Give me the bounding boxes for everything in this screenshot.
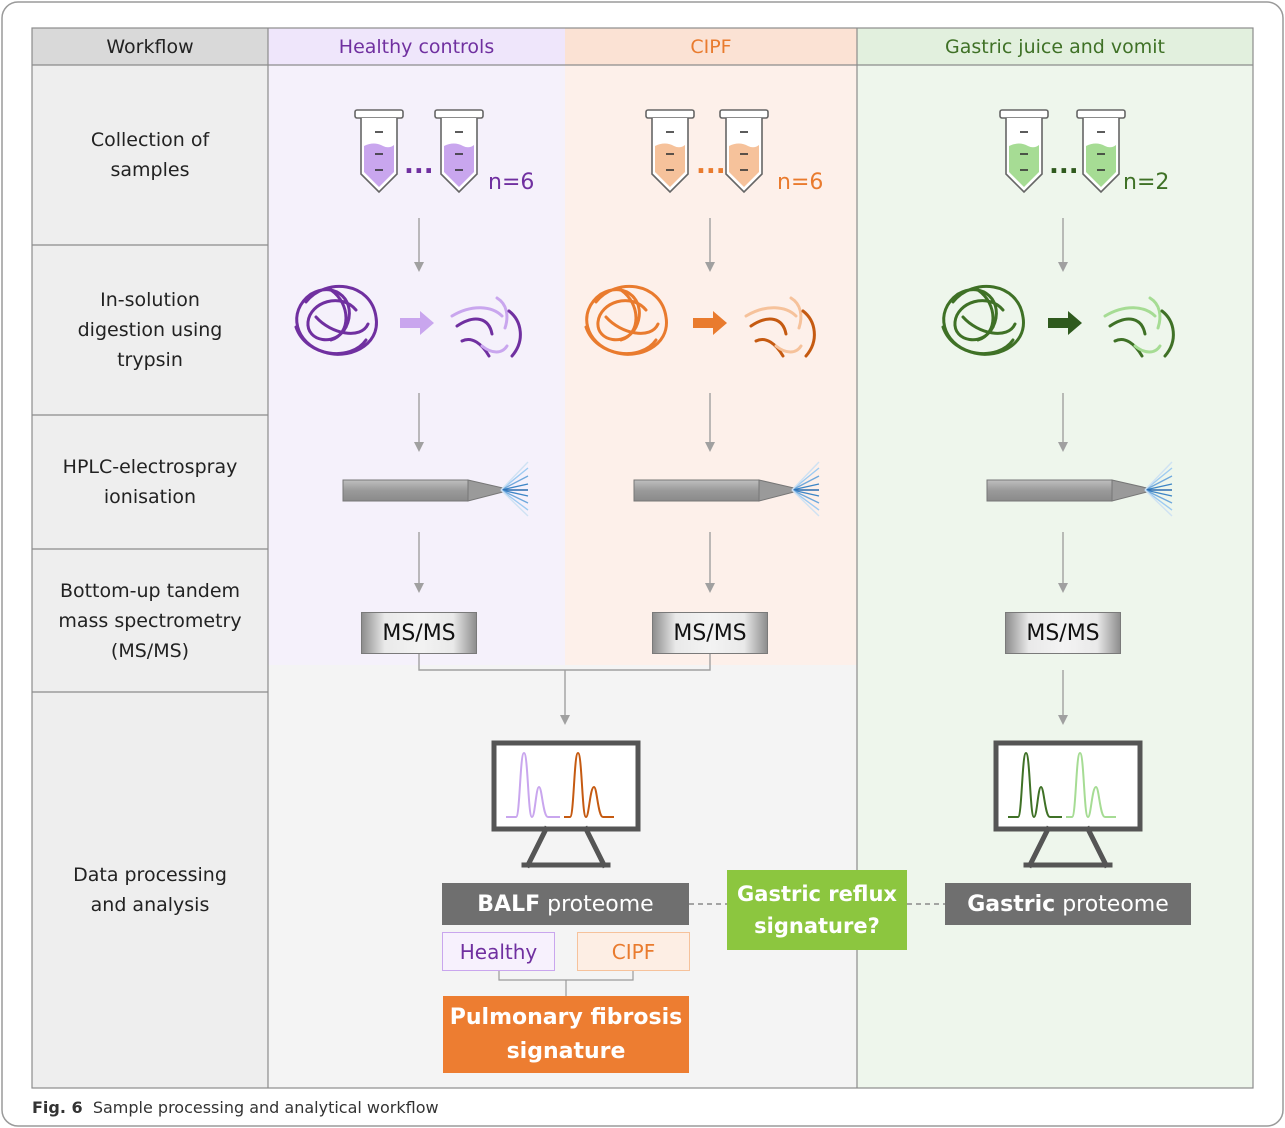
- msms-box-cipf: MS/MS: [652, 612, 768, 654]
- balf-bold-label: BALF: [477, 891, 541, 917]
- step-digestion: In-solution digestion using trypsin: [77, 289, 223, 371]
- balf-proteome-label: proteome: [547, 891, 654, 917]
- figure-caption: Fig. 6 Sample processing and analytical …: [32, 1098, 439, 1117]
- gastric-proteome-label: proteome: [1062, 891, 1169, 917]
- header-gastric: Gastric juice and vomit: [945, 35, 1165, 58]
- healthy-column-bg: [268, 28, 565, 665]
- digestion-arrow-icon: [693, 311, 727, 335]
- sample-tube-icon: [645, 109, 695, 194]
- header-workflow-bg: [32, 28, 268, 65]
- protein-coil-icon: [294, 285, 378, 356]
- monitor-chromatogram-icon: [993, 740, 1143, 869]
- header-cipf-bg: [565, 28, 857, 65]
- digestion-arrow-icon: [400, 311, 434, 335]
- msms-merge-connector: [418, 654, 711, 671]
- sample-tube-icon: [719, 109, 769, 194]
- caption-text: Sample processing and analytical workflo…: [92, 1098, 439, 1117]
- header-healthy-bg: [268, 28, 565, 65]
- sample-tube-icon: [999, 109, 1049, 194]
- sample-tube-icon: [1076, 109, 1126, 194]
- gastric-ellipsis: ...: [1049, 150, 1079, 180]
- cipf-pill: CIPF: [577, 932, 690, 971]
- gastric-sample-count: n=2: [1123, 170, 1170, 195]
- header-healthy-controls: Healthy controls: [338, 35, 495, 58]
- workflow-column-bg: [32, 28, 268, 1088]
- gastric-reflux-signature-box: Gastric reflux signature?: [727, 870, 907, 950]
- header-gastric-bg: [857, 28, 1253, 65]
- sample-tube-icon: [434, 109, 484, 194]
- electrospray-needle-icon: [342, 461, 529, 517]
- protein-coil-icon: [941, 285, 1025, 356]
- cipf-sample-count: n=6: [777, 170, 824, 195]
- monitor-chromatogram-icon: [491, 740, 641, 869]
- peptide-fragments-icon: [744, 296, 816, 358]
- msms-box-healthy: MS/MS: [361, 612, 477, 654]
- protein-coil-icon: [584, 285, 668, 356]
- gastric-bold-label: Gastric: [967, 891, 1056, 917]
- gastric-column-bg: [857, 28, 1253, 1088]
- msms-box-gastric: MS/MS: [1005, 612, 1121, 654]
- digestion-arrow-icon: [1048, 311, 1082, 335]
- healthy-sample-count: n=6: [488, 170, 535, 195]
- healthy-pill: Healthy: [442, 932, 555, 971]
- caption-label: Fig. 6: [32, 1098, 83, 1117]
- step-collection: Collection of samples: [90, 129, 210, 181]
- cipf-ellipsis: ...: [696, 150, 726, 180]
- cipf-column-bg: [565, 28, 857, 665]
- step-msms: Bottom-up tandem mass spectrometry (MS/M…: [58, 579, 242, 662]
- electrospray-needle-icon: [633, 461, 820, 517]
- peptide-fragments-icon: [450, 296, 522, 358]
- pulmonary-fibrosis-signature-box: Pulmonary fibrosis signature: [443, 996, 689, 1073]
- header-workflow: Workflow: [106, 35, 194, 58]
- electrospray-needle-icon: [986, 461, 1173, 517]
- step-analysis: Data processing and analysis: [73, 864, 227, 916]
- sample-tube-icon: [354, 109, 404, 194]
- peptide-fragments-icon: [1103, 296, 1175, 358]
- healthy-ellipsis: ...: [404, 150, 434, 180]
- step-hplc: HPLC-electrospray ionisation: [62, 456, 238, 508]
- header-cipf: CIPF: [690, 35, 732, 58]
